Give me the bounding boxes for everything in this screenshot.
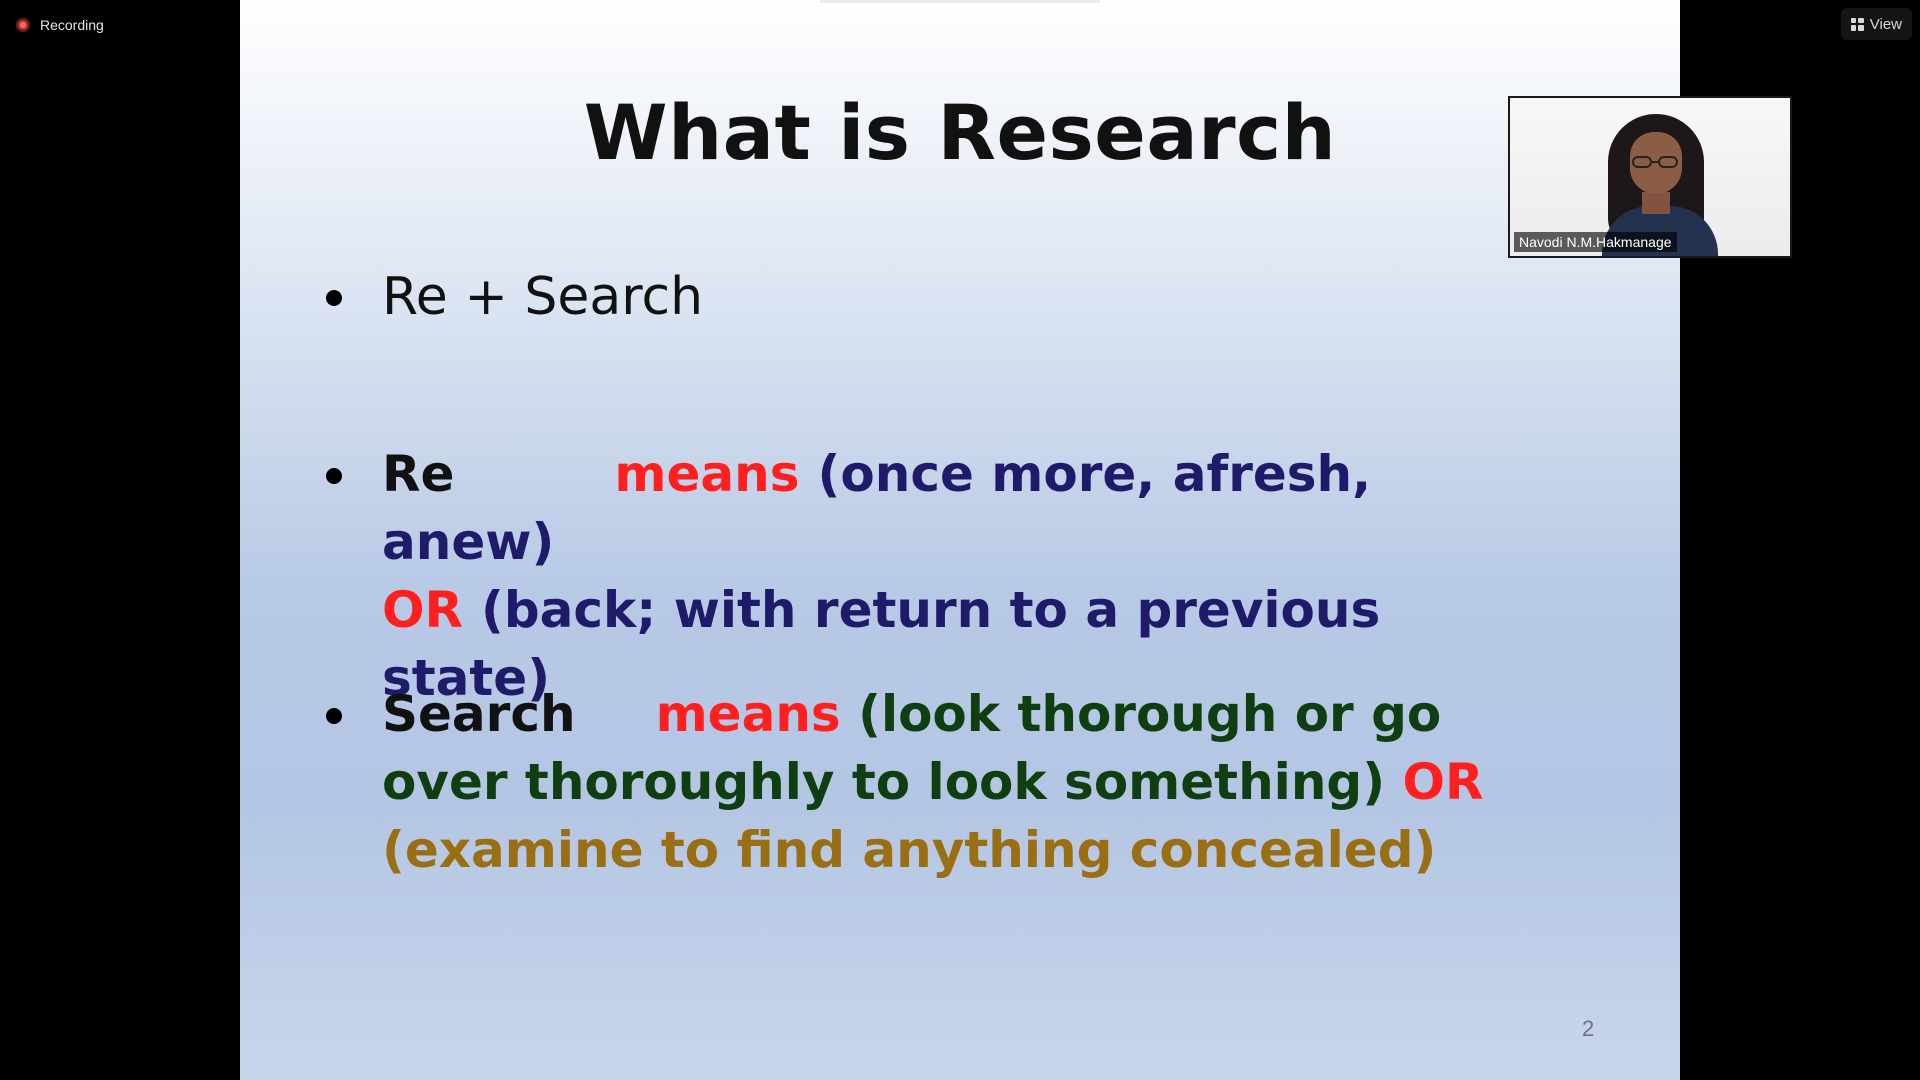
search-term: Search (382, 685, 576, 743)
slide-page-number: 2 (1582, 1016, 1595, 1041)
recording-icon (16, 18, 30, 32)
recording-indicator: Recording (16, 16, 104, 34)
slide-title: What is Research (583, 88, 1337, 177)
view-button[interactable]: View (1840, 8, 1912, 40)
bullet-text: Search means (look thorough or go over th… (382, 680, 1556, 884)
bullet1-text: Re + Search (382, 267, 704, 327)
bullet-dot (326, 290, 342, 306)
recording-label: Recording (40, 17, 104, 33)
grid-view-icon (1850, 17, 1864, 31)
bullet-dot (326, 708, 342, 724)
search-or: OR (1402, 753, 1484, 811)
re-or: OR (382, 581, 464, 639)
bullet-dot (326, 468, 342, 484)
re-meaning-1: (once more, afresh, anew) (382, 445, 1372, 571)
participant-video-tile[interactable]: Navodi N.M.Hakmanage (1508, 96, 1792, 258)
re-means: means (614, 445, 800, 503)
search-means: means (655, 685, 841, 743)
re-term: Re (382, 445, 455, 503)
view-button-label: View (1869, 15, 1902, 33)
re-meaning-2: (back; with return to a previous state) (382, 581, 1381, 707)
search-meaning-1: (look thorough or go over thoroughly to … (382, 685, 1442, 811)
slide-top-strip (820, 0, 1100, 3)
bullet-text: Re means(once more, afresh, anew) OR(back… (382, 440, 1556, 712)
participant-name-tag: Navodi N.M.Hakmanage (1514, 232, 1677, 252)
search-meaning-2: (examine to find anything concealed) (382, 821, 1437, 879)
bullet-text: Re + Search (382, 262, 1556, 332)
